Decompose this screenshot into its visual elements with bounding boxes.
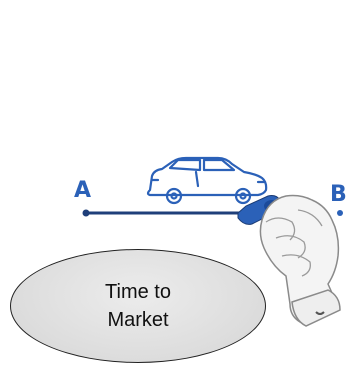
point-a-dot (82, 209, 90, 217)
car-sketch-icon (146, 156, 268, 205)
ellipse-label: Time to Market (105, 281, 171, 331)
point-a-label: A (74, 178, 92, 203)
point-b-label: B (330, 182, 347, 207)
hand-with-marker-icon (237, 194, 341, 327)
time-to-market-ellipse: Time to Market (10, 249, 266, 363)
point-b-dot (337, 210, 343, 216)
